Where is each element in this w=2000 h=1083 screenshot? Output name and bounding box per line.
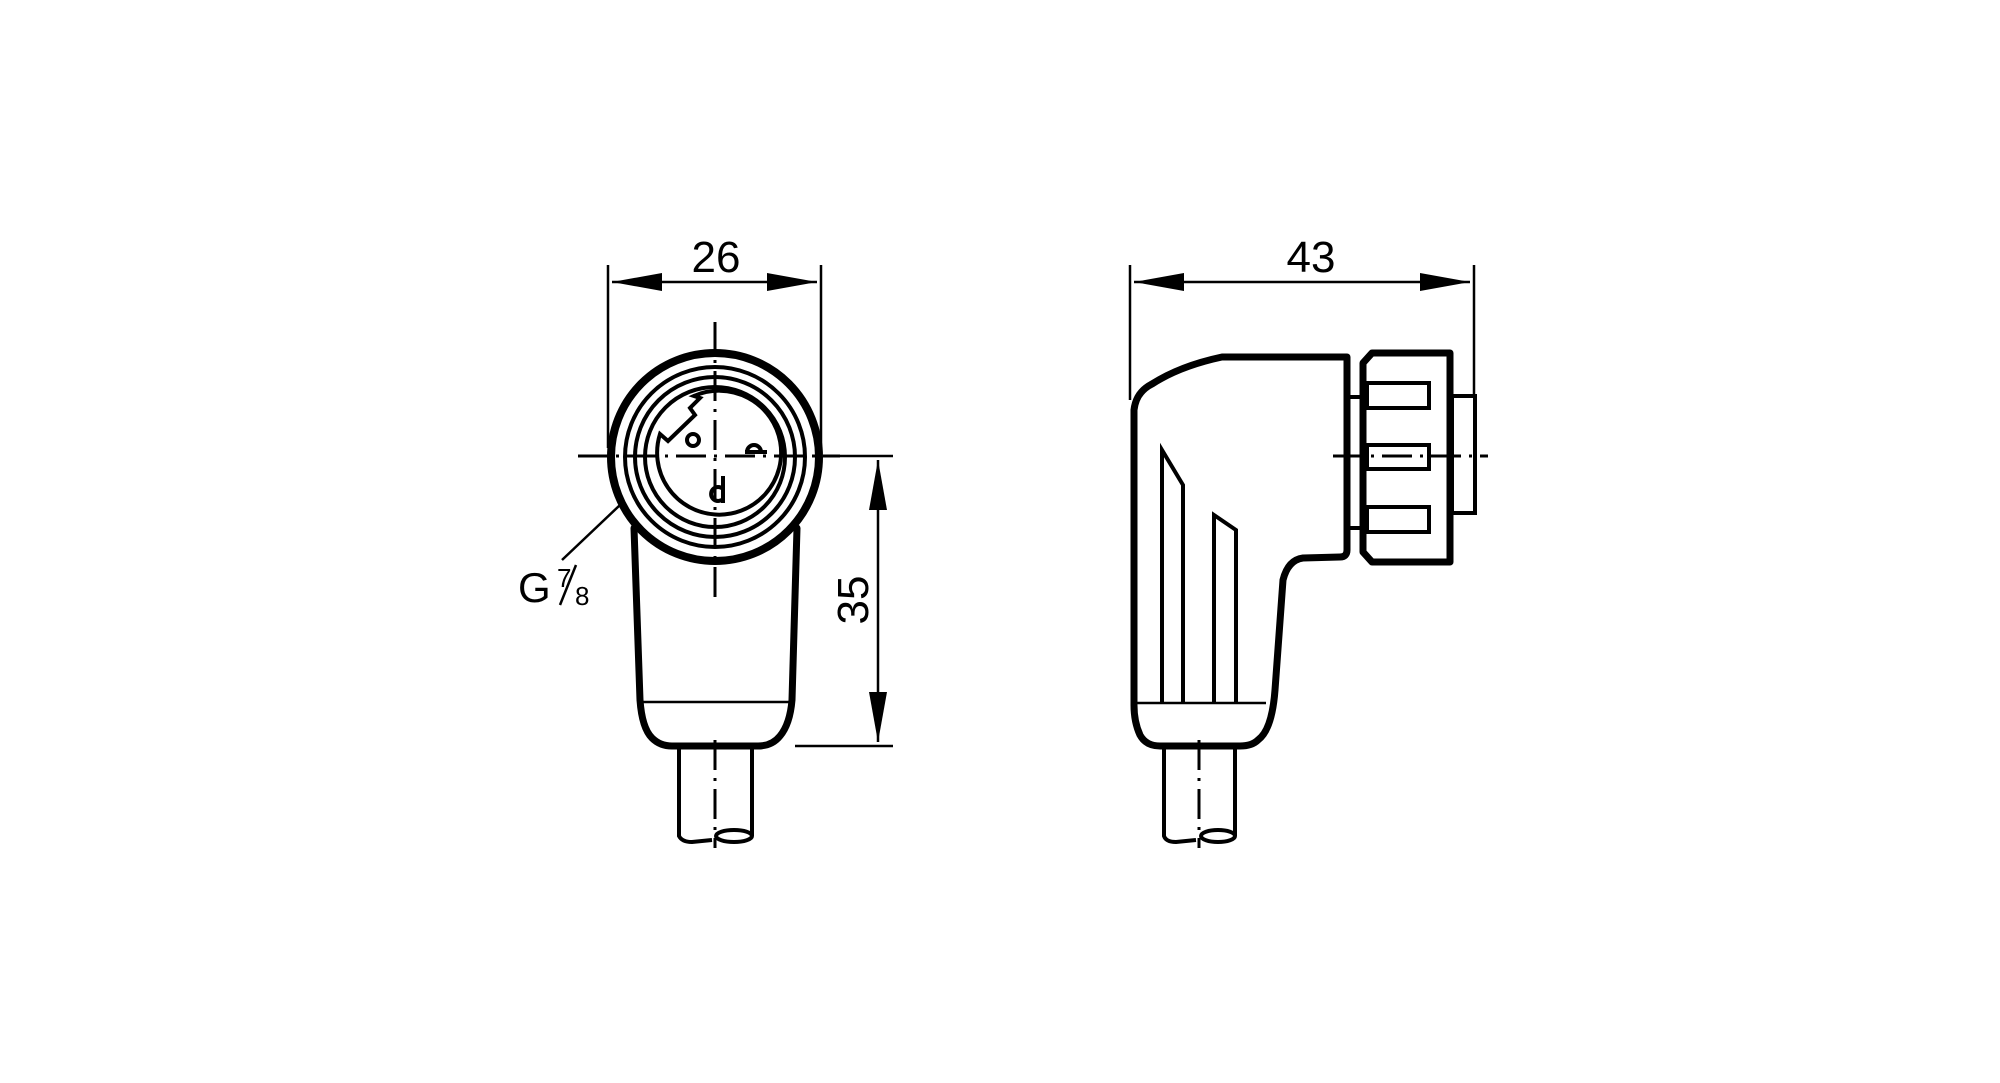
- dimension-label: 35: [829, 576, 878, 625]
- front-contact-insert: [655, 388, 784, 517]
- side-rib: [1212, 511, 1238, 703]
- nut-slot: [1365, 381, 1431, 410]
- thread-label-denominator: 8: [575, 581, 589, 611]
- contact-pin: [745, 443, 767, 454]
- dimension-label: 43: [1287, 233, 1336, 282]
- front-cable: [677, 746, 713, 845]
- nut-slot: [1365, 505, 1431, 534]
- dimension-width-26: 26: [606, 233, 823, 448]
- dimension-label: 26: [692, 233, 741, 282]
- thread-label-numerator: 7: [557, 563, 571, 593]
- dimension-length-43: 43: [1128, 233, 1476, 400]
- side-cable: [1162, 746, 1197, 845]
- side-rib: [1160, 442, 1185, 703]
- side-coupling-nut: [1359, 349, 1454, 566]
- thread-label: G: [518, 564, 551, 611]
- nut-slot: [1365, 443, 1431, 471]
- side-body-outline: [1130, 353, 1351, 750]
- dimension-height-35: 35: [795, 454, 893, 748]
- contact-pin: [685, 432, 701, 448]
- side-view: [1130, 349, 1488, 848]
- thread-callout: G 7 8: [518, 504, 621, 611]
- contact-pin: [709, 476, 725, 503]
- front-view: [578, 322, 840, 848]
